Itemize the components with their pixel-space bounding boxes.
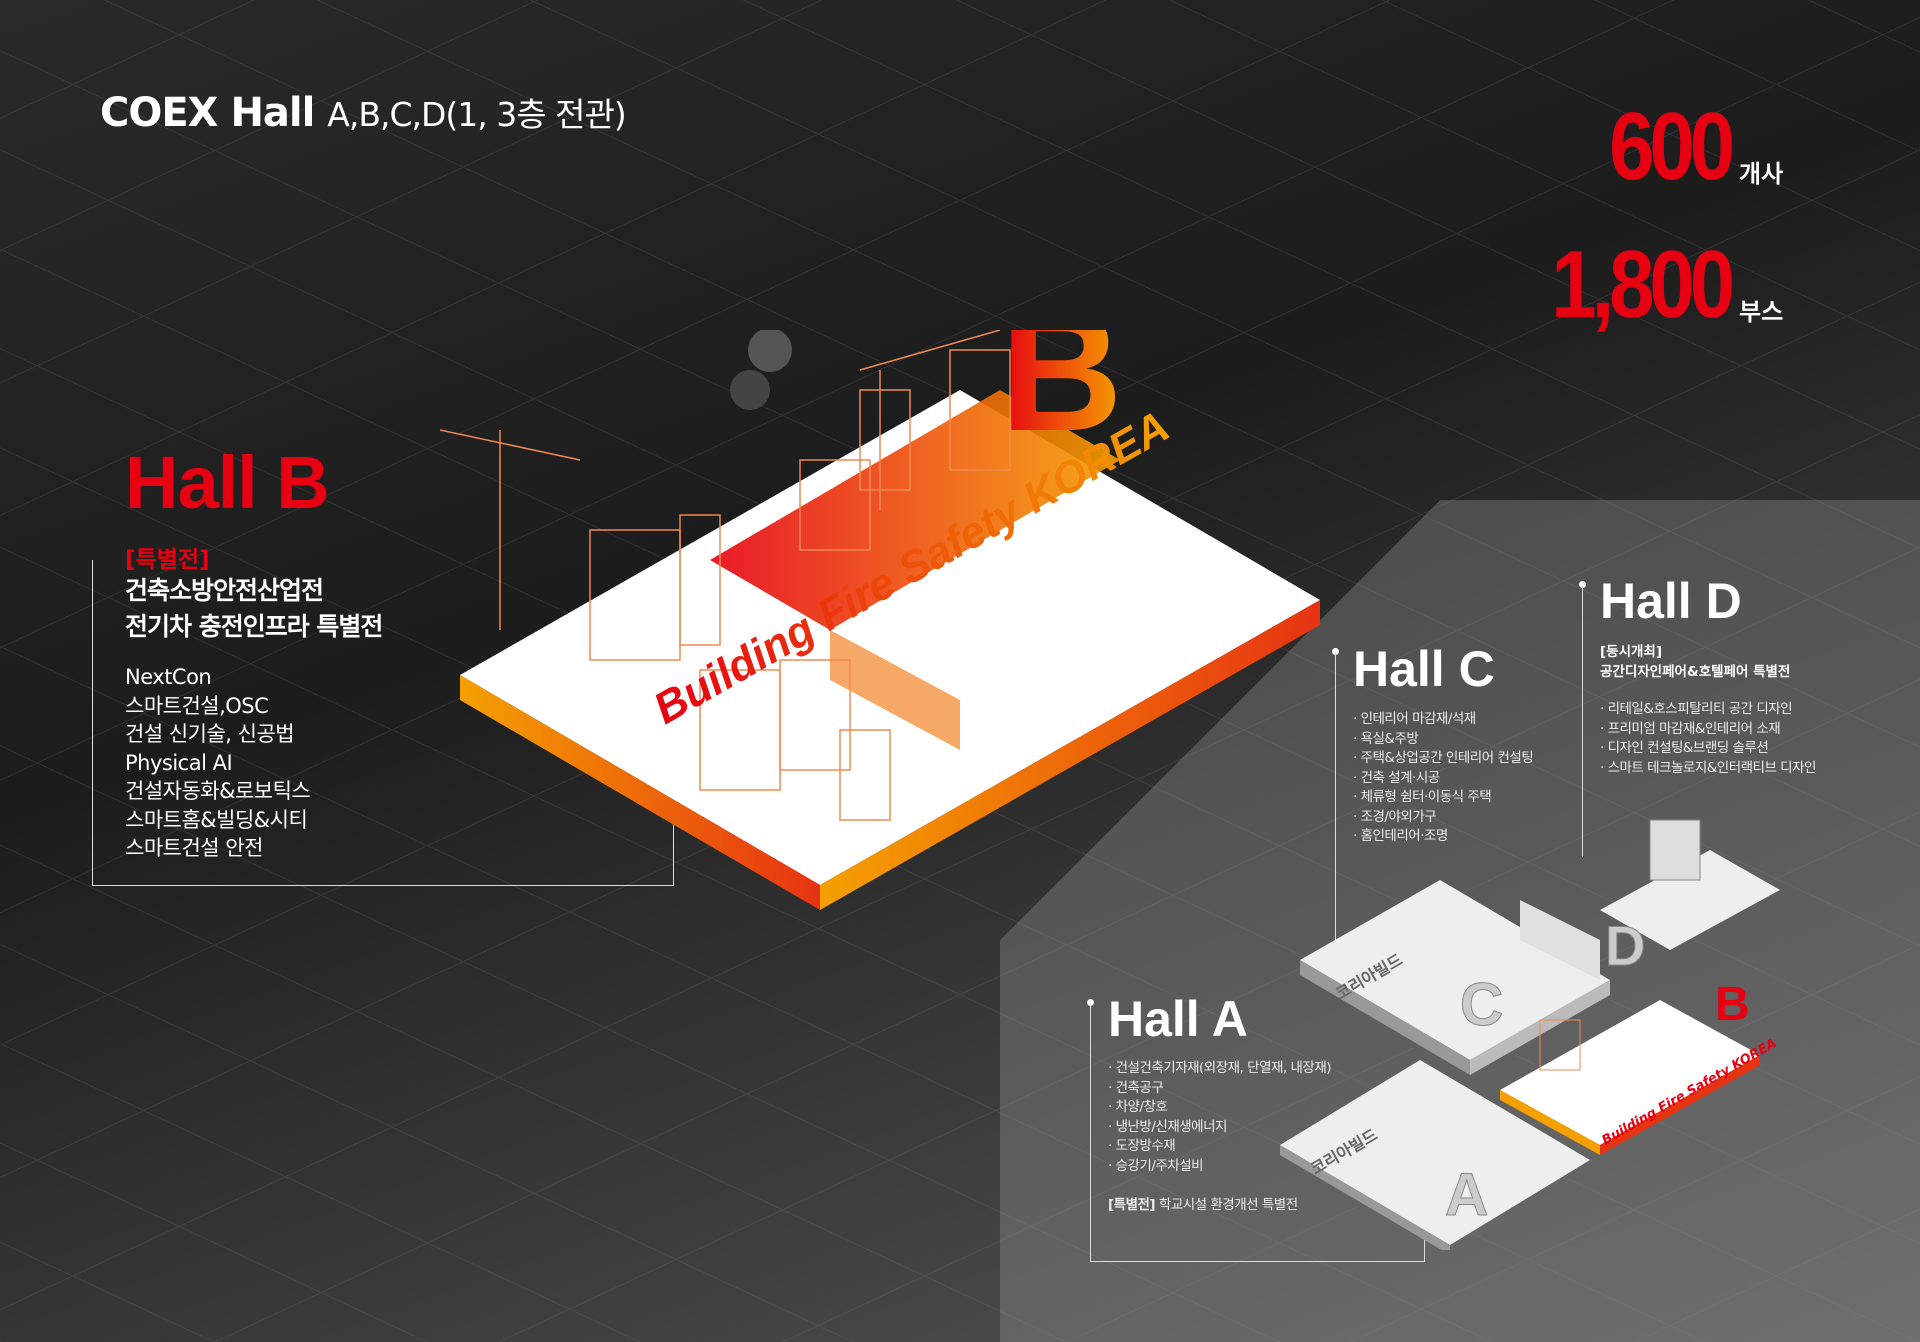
svg-text:C: C xyxy=(1460,971,1503,1038)
smoke-icon xyxy=(748,330,792,372)
platform-a: A 코리아빌드 xyxy=(1280,1060,1590,1250)
hall-a-items: 건설건축기자재(외장재, 단열재, 내장재) 건축공구 차양/창호 냉난방/신재… xyxy=(1108,1059,1332,1176)
divider xyxy=(92,885,674,886)
platform-side-left xyxy=(460,675,820,910)
hall-d-tag: [동시개최] xyxy=(1600,644,1663,660)
divider xyxy=(1582,585,1583,857)
page-title: COEX Hall A,B,C,D(1, 3층 전관) xyxy=(100,90,627,136)
hall-d-items: 리테일&호스피탈리티 공간 디자인 프리미엄 마감재&인테리어 소재 디자인 컨… xyxy=(1600,700,1817,778)
platform-d: D xyxy=(1520,819,1780,980)
marker-dot xyxy=(1087,999,1094,1006)
platform-top xyxy=(460,390,1320,885)
platform-side-right xyxy=(820,600,1320,910)
hall-a-special: [특별전] 학교시설 환경개선 특별전 xyxy=(1108,1197,1298,1213)
divider xyxy=(1335,652,1336,967)
marker-dot xyxy=(1579,581,1586,588)
hall-c-title: Hall C xyxy=(1353,641,1495,697)
hall-map-illustration: C 코리아빌드 D A 코리아빌드 B Building Fire Safety… xyxy=(1280,819,1780,1250)
divider xyxy=(1424,1237,1425,1262)
svg-text:B: B xyxy=(1715,978,1750,1031)
marker-dot xyxy=(1332,648,1339,655)
svg-text:D: D xyxy=(1605,914,1645,977)
platform-c: C 코리아빌드 xyxy=(1300,880,1610,1075)
hall-d-title: Hall D xyxy=(1600,573,1742,629)
hall-b-title: Hall B xyxy=(125,441,330,524)
divider xyxy=(1090,1003,1091,1261)
hall-b-illustration: B Building Fire Safety KOREA xyxy=(440,330,1320,910)
hall-d-subtitle: 공간디자인페어&호텔페어 특별전 xyxy=(1600,664,1791,680)
hall-a-title: Hall A xyxy=(1108,991,1248,1047)
hall-c-items: 인테리어 마감재/석재 욕실&주방 주택&상업공간 인테리어 컨설팅 건축 설계… xyxy=(1353,710,1534,847)
svg-text:A: A xyxy=(1445,1161,1488,1228)
orange-zone xyxy=(830,630,960,750)
red-zone xyxy=(710,390,1120,630)
buildings xyxy=(440,330,1011,821)
page-subtitle: A,B,C,D(1, 3층 전관) xyxy=(327,95,626,134)
divider xyxy=(673,820,674,886)
divider xyxy=(1090,1261,1425,1262)
smoke-icon xyxy=(730,370,770,410)
hall-b-items: NextCon 스마트건설,OSC 건설 신기술, 신공법 Physical A… xyxy=(125,665,311,860)
hall-b-tag: [특별전] xyxy=(125,547,210,573)
big-letter-b: B xyxy=(1000,330,1123,467)
divider xyxy=(92,560,93,886)
hall-b-special-list: 건축소방안전산업전 전기차 충전인프라 특별전 xyxy=(125,576,383,641)
